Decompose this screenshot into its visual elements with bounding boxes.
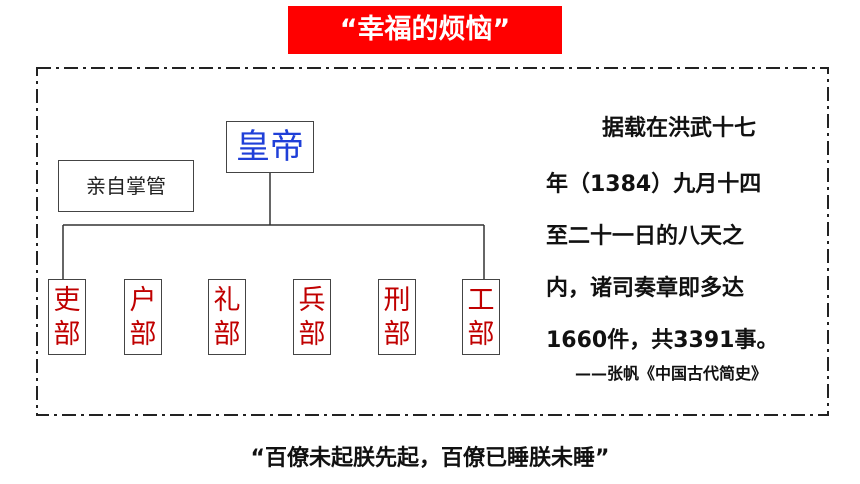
ministry-box: 兵 部 — [293, 279, 331, 355]
ministry-char: 礼 — [213, 285, 241, 316]
quote-line: 至二十一日的八天之 — [546, 224, 745, 249]
ministry-char: 兵 — [298, 285, 326, 316]
ministry-box: 刑 部 — [378, 279, 416, 355]
ministry-char: 部 — [129, 319, 157, 350]
ministry-box: 工 部 — [462, 279, 500, 355]
quote-line: 年（1384）九月十四 — [546, 172, 762, 197]
ministry-char: 户 — [129, 285, 157, 316]
ministry-char: 部 — [53, 319, 81, 350]
ministry-char: 部 — [298, 319, 326, 350]
ministry-char: 工 — [467, 285, 495, 316]
ministry-char: 部 — [213, 319, 241, 350]
self-manage-box: 亲自掌管 — [58, 160, 194, 212]
ministry-box: 礼 部 — [208, 279, 246, 355]
quote-source: ——张帆《中国古代简史》 — [575, 364, 768, 383]
bottom-quote: “百僚未起朕先起，百僚已睡朕未睡” — [250, 446, 610, 471]
ministry-char: 部 — [467, 319, 495, 350]
quote-line: 内，诸司奏章即多达 — [546, 276, 745, 301]
quote-line: 据载在洪武十七 — [602, 116, 757, 141]
ministry-box: 户 部 — [124, 279, 162, 355]
ministry-box: 吏 部 — [48, 279, 86, 355]
title-banner: “幸福的烦恼” — [288, 6, 562, 54]
ministry-char: 吏 — [53, 285, 81, 316]
emperor-box: 皇帝 — [226, 121, 314, 173]
ministry-char: 刑 — [383, 285, 411, 316]
ministry-char: 部 — [383, 319, 411, 350]
quote-line: 1660件，共3391事。 — [546, 328, 779, 353]
